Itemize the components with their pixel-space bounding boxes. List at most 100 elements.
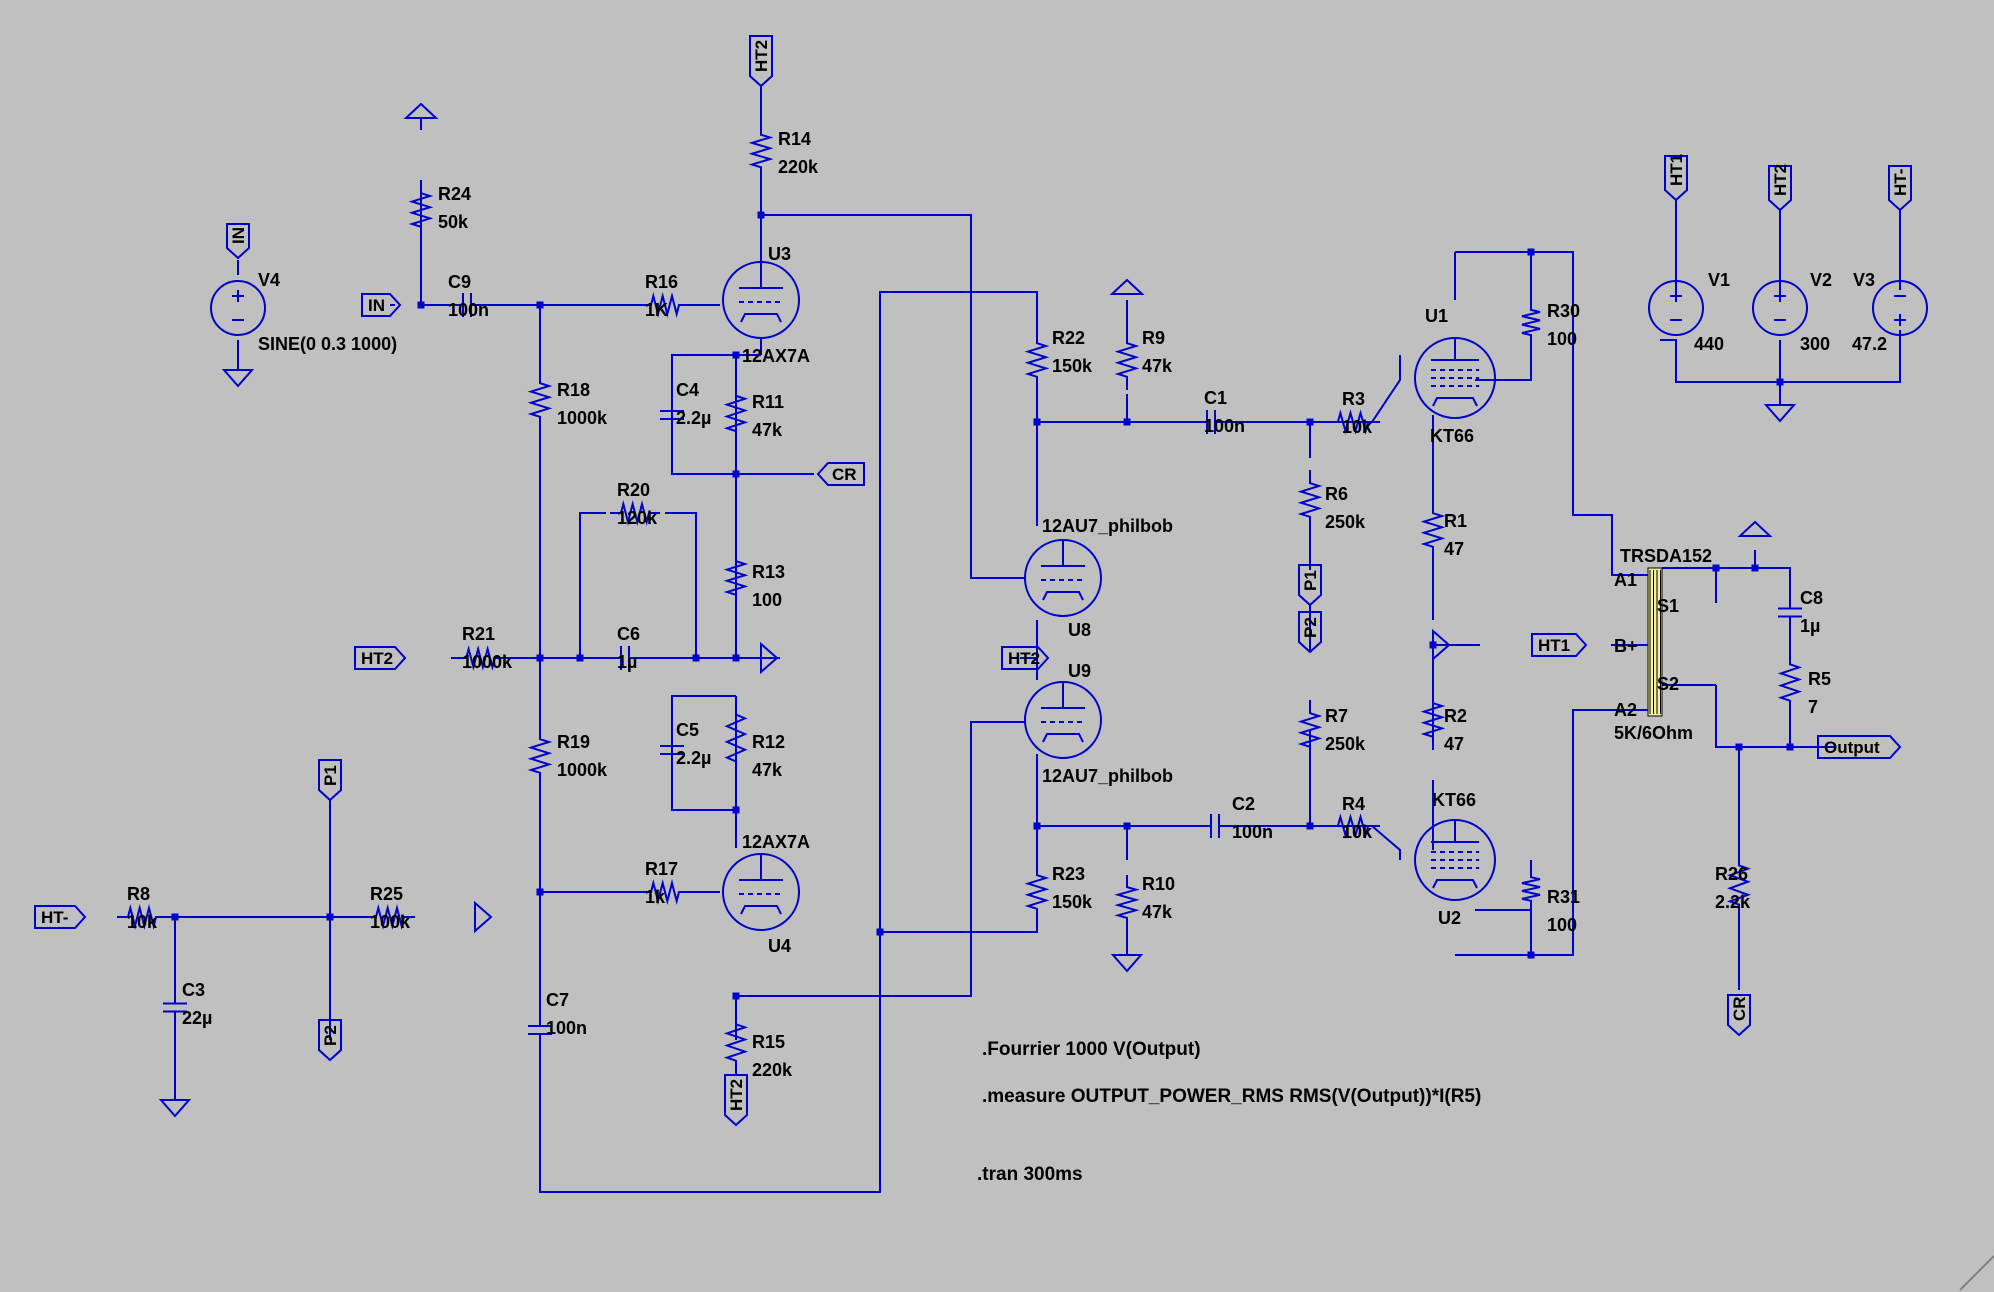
supply-arrow-icon bbox=[1109, 278, 1145, 295]
net-label-cr[interactable]: CR bbox=[1727, 994, 1751, 1037]
capacitor-C7[interactable] bbox=[528, 1010, 552, 1050]
resistor-R10[interactable] bbox=[1114, 875, 1140, 930]
capacitor-C9[interactable] bbox=[452, 293, 482, 317]
net-label-in[interactable]: IN bbox=[226, 223, 250, 260]
net-label-ht1[interactable]: HT1 bbox=[1664, 154, 1688, 202]
capacitor-C4[interactable] bbox=[660, 390, 684, 440]
capacitor-C8[interactable] bbox=[1778, 595, 1802, 630]
capacitor-C1[interactable] bbox=[1196, 410, 1226, 434]
net-label-text: HT2 bbox=[361, 649, 393, 668]
resistor-value: 100 bbox=[1547, 915, 1577, 935]
resistor-R8[interactable] bbox=[117, 904, 167, 930]
net-label-text: HT2 bbox=[1008, 649, 1040, 668]
resistor-R9[interactable] bbox=[1114, 330, 1140, 390]
resistor-R26[interactable] bbox=[1727, 850, 1751, 920]
net-label-output[interactable]: Output bbox=[1817, 735, 1902, 759]
resistor-ref: R12 bbox=[752, 732, 785, 752]
tube-U4[interactable] bbox=[722, 853, 800, 931]
output-transformer[interactable] bbox=[1647, 567, 1663, 717]
resistor-R11[interactable] bbox=[723, 382, 749, 445]
source-ref: V4 bbox=[258, 270, 280, 290]
resistor-R15[interactable] bbox=[723, 1010, 749, 1075]
tube-U1[interactable] bbox=[1414, 337, 1496, 419]
net-label-ht2[interactable]: HT2 bbox=[354, 646, 407, 670]
resistor-ref: R5 bbox=[1808, 669, 1831, 689]
voltage-source-V3[interactable] bbox=[1872, 280, 1928, 336]
junction bbox=[732, 470, 740, 478]
spice-directive-measure: .measure OUTPUT_POWER_RMS RMS(V(Output))… bbox=[982, 1086, 1481, 1107]
resistor-R4[interactable] bbox=[1326, 813, 1380, 839]
net-label-ht2[interactable]: HT2 bbox=[1001, 646, 1050, 670]
net-label-p1[interactable]: P1 bbox=[1298, 564, 1322, 607]
resistor-R3[interactable] bbox=[1326, 409, 1380, 435]
capacitor-C3[interactable] bbox=[163, 985, 187, 1030]
texts: R14220kR2450kR161KR181000kR1147kR20120kR… bbox=[127, 129, 1887, 1185]
capacitor-ref: C5 bbox=[676, 720, 699, 740]
resistor-value: 250k bbox=[1325, 734, 1366, 754]
net-label-p2[interactable]: P2 bbox=[1298, 611, 1322, 654]
net-label-ht2[interactable]: HT2 bbox=[749, 35, 773, 88]
resistor-R31[interactable] bbox=[1521, 868, 1541, 910]
voltage-source-V4[interactable] bbox=[210, 280, 266, 336]
voltage-source-V2[interactable] bbox=[1752, 280, 1808, 336]
resistor-R16[interactable] bbox=[640, 292, 690, 318]
net-label-ht_minus[interactable]: HT- bbox=[34, 905, 87, 929]
net-label-in[interactable]: IN bbox=[361, 293, 402, 317]
components bbox=[117, 102, 1994, 1291]
resistor-R19[interactable] bbox=[527, 726, 553, 786]
resistor-R13[interactable] bbox=[723, 548, 749, 608]
net-label-text: P1 bbox=[1301, 570, 1320, 591]
resistor-R30[interactable] bbox=[1521, 300, 1541, 345]
junction bbox=[1306, 822, 1314, 830]
resistor-R21[interactable] bbox=[455, 645, 506, 671]
capacitor-C6[interactable] bbox=[610, 646, 640, 670]
resistor-R1[interactable] bbox=[1420, 500, 1446, 560]
tube-U3[interactable] bbox=[722, 261, 800, 339]
resistor-R14[interactable] bbox=[748, 122, 774, 180]
resistor-R20[interactable] bbox=[610, 500, 660, 526]
resistor-R7[interactable] bbox=[1297, 700, 1323, 760]
tube-ref: U2 bbox=[1438, 908, 1461, 928]
resistor-value: 1k bbox=[645, 887, 666, 907]
junction bbox=[1527, 248, 1535, 256]
resistor-R18[interactable] bbox=[527, 370, 553, 430]
resistor-ref: R2 bbox=[1444, 706, 1467, 726]
resistor-R12[interactable] bbox=[724, 696, 748, 780]
net-label-text: HT1 bbox=[1538, 636, 1570, 655]
resistor-value: 150k bbox=[1052, 356, 1093, 376]
resistor-ref: R21 bbox=[462, 624, 495, 644]
junction bbox=[536, 301, 544, 309]
tube-U9[interactable] bbox=[1024, 681, 1102, 759]
resistor-R25[interactable] bbox=[365, 904, 415, 930]
ground-icon bbox=[221, 369, 255, 388]
junction bbox=[1751, 564, 1759, 572]
capacitor-C2[interactable] bbox=[1200, 814, 1230, 838]
resistor-R5[interactable] bbox=[1777, 650, 1803, 715]
net-label-ht1[interactable]: HT1 bbox=[1531, 633, 1588, 657]
net-label-cr[interactable]: CR bbox=[816, 462, 865, 486]
resistor-R6[interactable] bbox=[1297, 470, 1323, 530]
tube-U2[interactable] bbox=[1414, 819, 1496, 901]
capacitor-value: 22µ bbox=[182, 1008, 212, 1028]
resistor-R23[interactable] bbox=[1024, 862, 1050, 922]
tube-U8[interactable] bbox=[1024, 539, 1102, 617]
resize-grip-icon[interactable] bbox=[1959, 1255, 1994, 1291]
net-label-text: HT2 bbox=[1771, 164, 1790, 196]
capacitor-ref: C1 bbox=[1204, 388, 1227, 408]
resistor-R2[interactable] bbox=[1420, 690, 1446, 750]
net-label-ht_minus[interactable]: HT- bbox=[1888, 165, 1912, 212]
net-label-p1[interactable]: P1 bbox=[318, 759, 342, 802]
net-label-p2[interactable]: P2 bbox=[318, 1019, 342, 1062]
tube-ref: U4 bbox=[768, 936, 791, 956]
voltage-source-V1[interactable] bbox=[1648, 280, 1704, 336]
capacitor-value: 100n bbox=[1204, 416, 1245, 436]
resistor-value: 1000k bbox=[557, 760, 608, 780]
net-label-ht2[interactable]: HT2 bbox=[724, 1074, 748, 1127]
resistor-R24[interactable] bbox=[408, 180, 434, 240]
resistor-R22[interactable] bbox=[1024, 330, 1050, 390]
net-label-ht2[interactable]: HT2 bbox=[1768, 164, 1792, 212]
resistor-R17[interactable] bbox=[640, 879, 690, 905]
capacitor-C5[interactable] bbox=[660, 720, 684, 780]
